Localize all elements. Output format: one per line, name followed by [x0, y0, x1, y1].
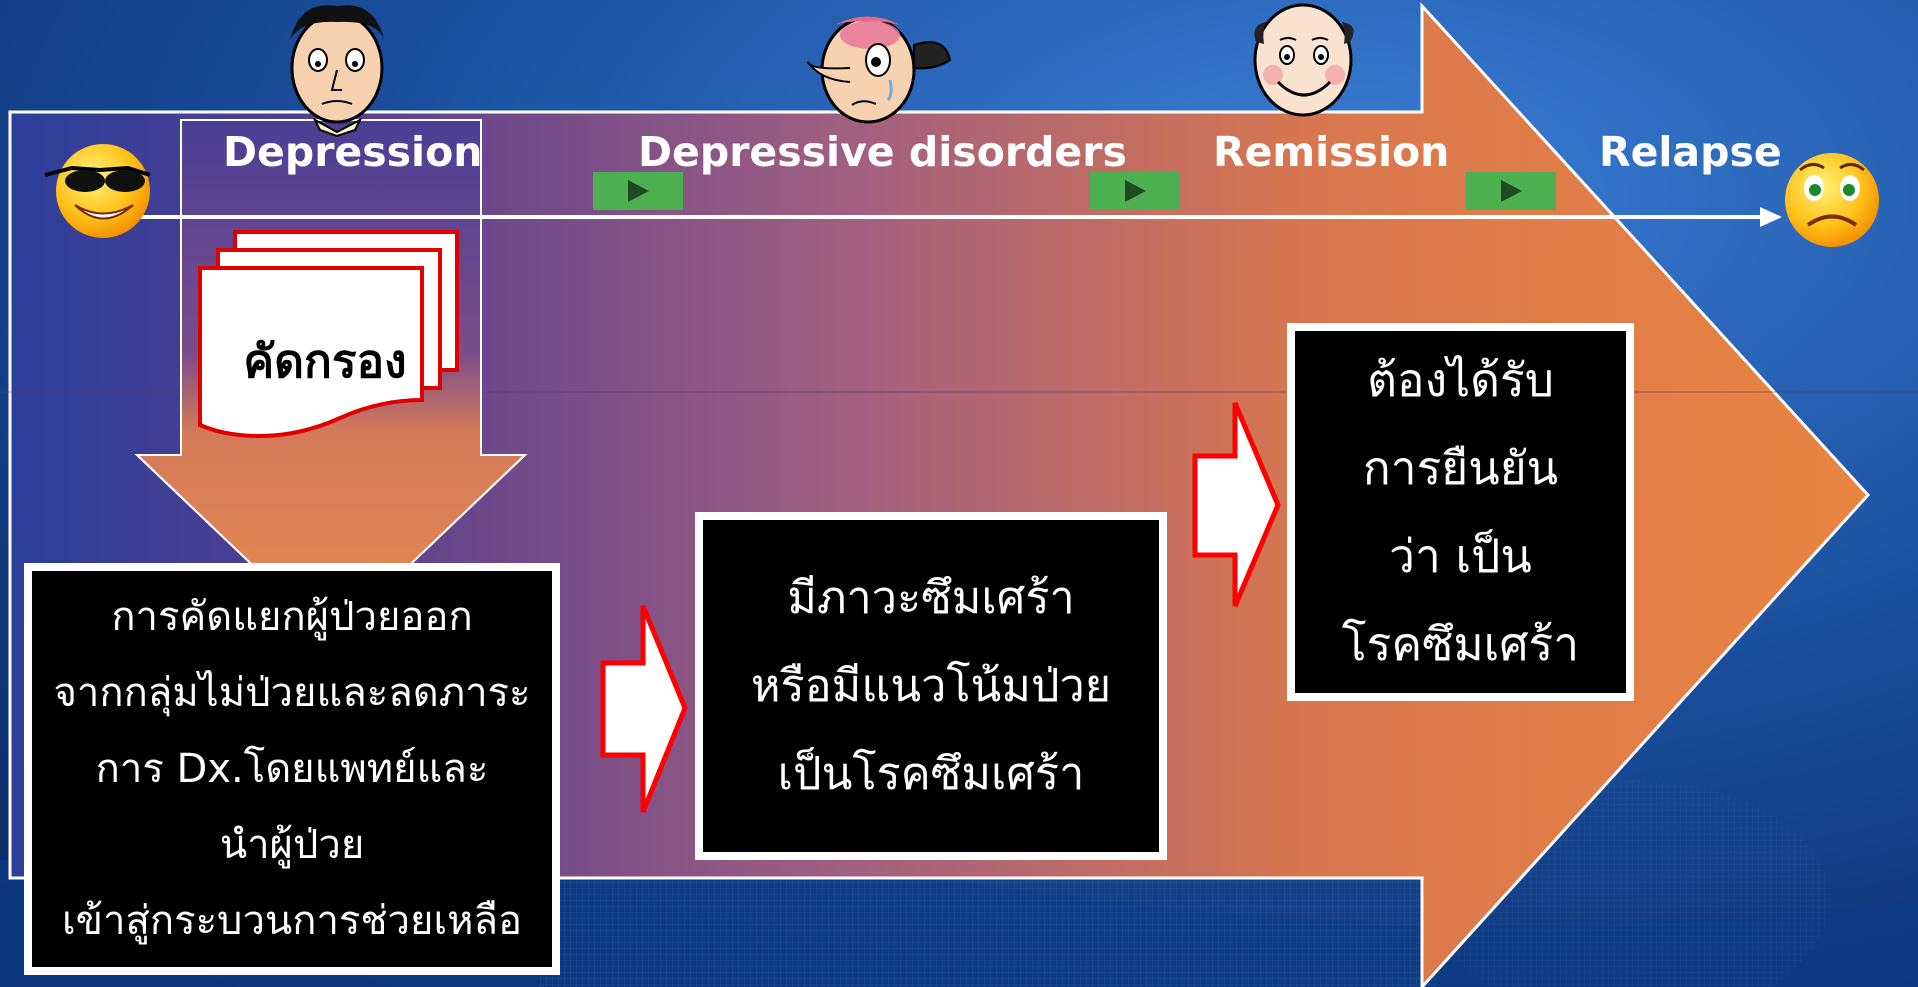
timeline-arrowhead [1760, 207, 1782, 227]
box1-line: จากกลุ่มไม่ป่วยและลดภาระ [53, 670, 531, 716]
play-icon [1125, 180, 1146, 202]
smiling-person-head-icon [1253, 3, 1354, 117]
box1-line: เข้าสู่กระบวนการช่วยเหลือ [61, 898, 523, 944]
screening-purpose-box: การคัดแยกผู้ป่วยออก จากกลุ่มไม่ป่วยและลด… [24, 563, 560, 975]
screening-label: คัดกรอง [243, 334, 407, 388]
background-globe-texture [540, 870, 1440, 987]
box1-line: นำผู้ป่วย [219, 822, 365, 868]
box3-line: ต้องได้รับ [1367, 353, 1554, 407]
box3-line: ว่า เป็น [1389, 529, 1532, 583]
box3-line: โรคซึมเศร้า [1341, 617, 1580, 671]
stage-label-remission: Remission [1213, 128, 1450, 176]
depressed-person-head-icon [290, 5, 384, 138]
sad-face-icon [1785, 153, 1879, 247]
box2-line: เป็นโรคซึมเศร้า [777, 747, 1085, 800]
box1-line: การ Dx.โดยแพทย์และ [95, 746, 489, 792]
stage-label-relapse: Relapse [1599, 128, 1782, 176]
play-button-2[interactable] [1090, 172, 1180, 210]
play-button-3[interactable] [1466, 172, 1556, 210]
depression-tendency-box: มีภาวะซึมเศร้า หรือมีแนวโน้มป่วย เป็นโรค… [695, 512, 1167, 860]
box3-line: การยืนยัน [1362, 441, 1559, 495]
play-button-1[interactable] [593, 172, 683, 210]
box1-line: การคัดแยกผู้ป่วยออก [111, 594, 473, 640]
diagnosis-confirmation-box: ต้องได้รับ การยืนยัน ว่า เป็น โรคซึมเศร้… [1287, 323, 1634, 701]
box2-line: หรือมีแนวโน้มป่วย [750, 659, 1112, 712]
small-right-arrow-1 [600, 605, 688, 813]
stage-label-depression: Depression [223, 128, 483, 176]
happy-sunglasses-face-icon [44, 144, 151, 238]
play-icon [1501, 180, 1522, 202]
small-right-arrow-2 [1192, 402, 1281, 607]
stage-label-depressive-disorders: Depressive disorders [638, 128, 1127, 176]
play-icon [628, 180, 649, 202]
crying-person-head-icon [807, 16, 952, 124]
box2-line: มีภาวะซึมเศร้า [787, 571, 1075, 624]
screening-document-icon [198, 230, 459, 439]
